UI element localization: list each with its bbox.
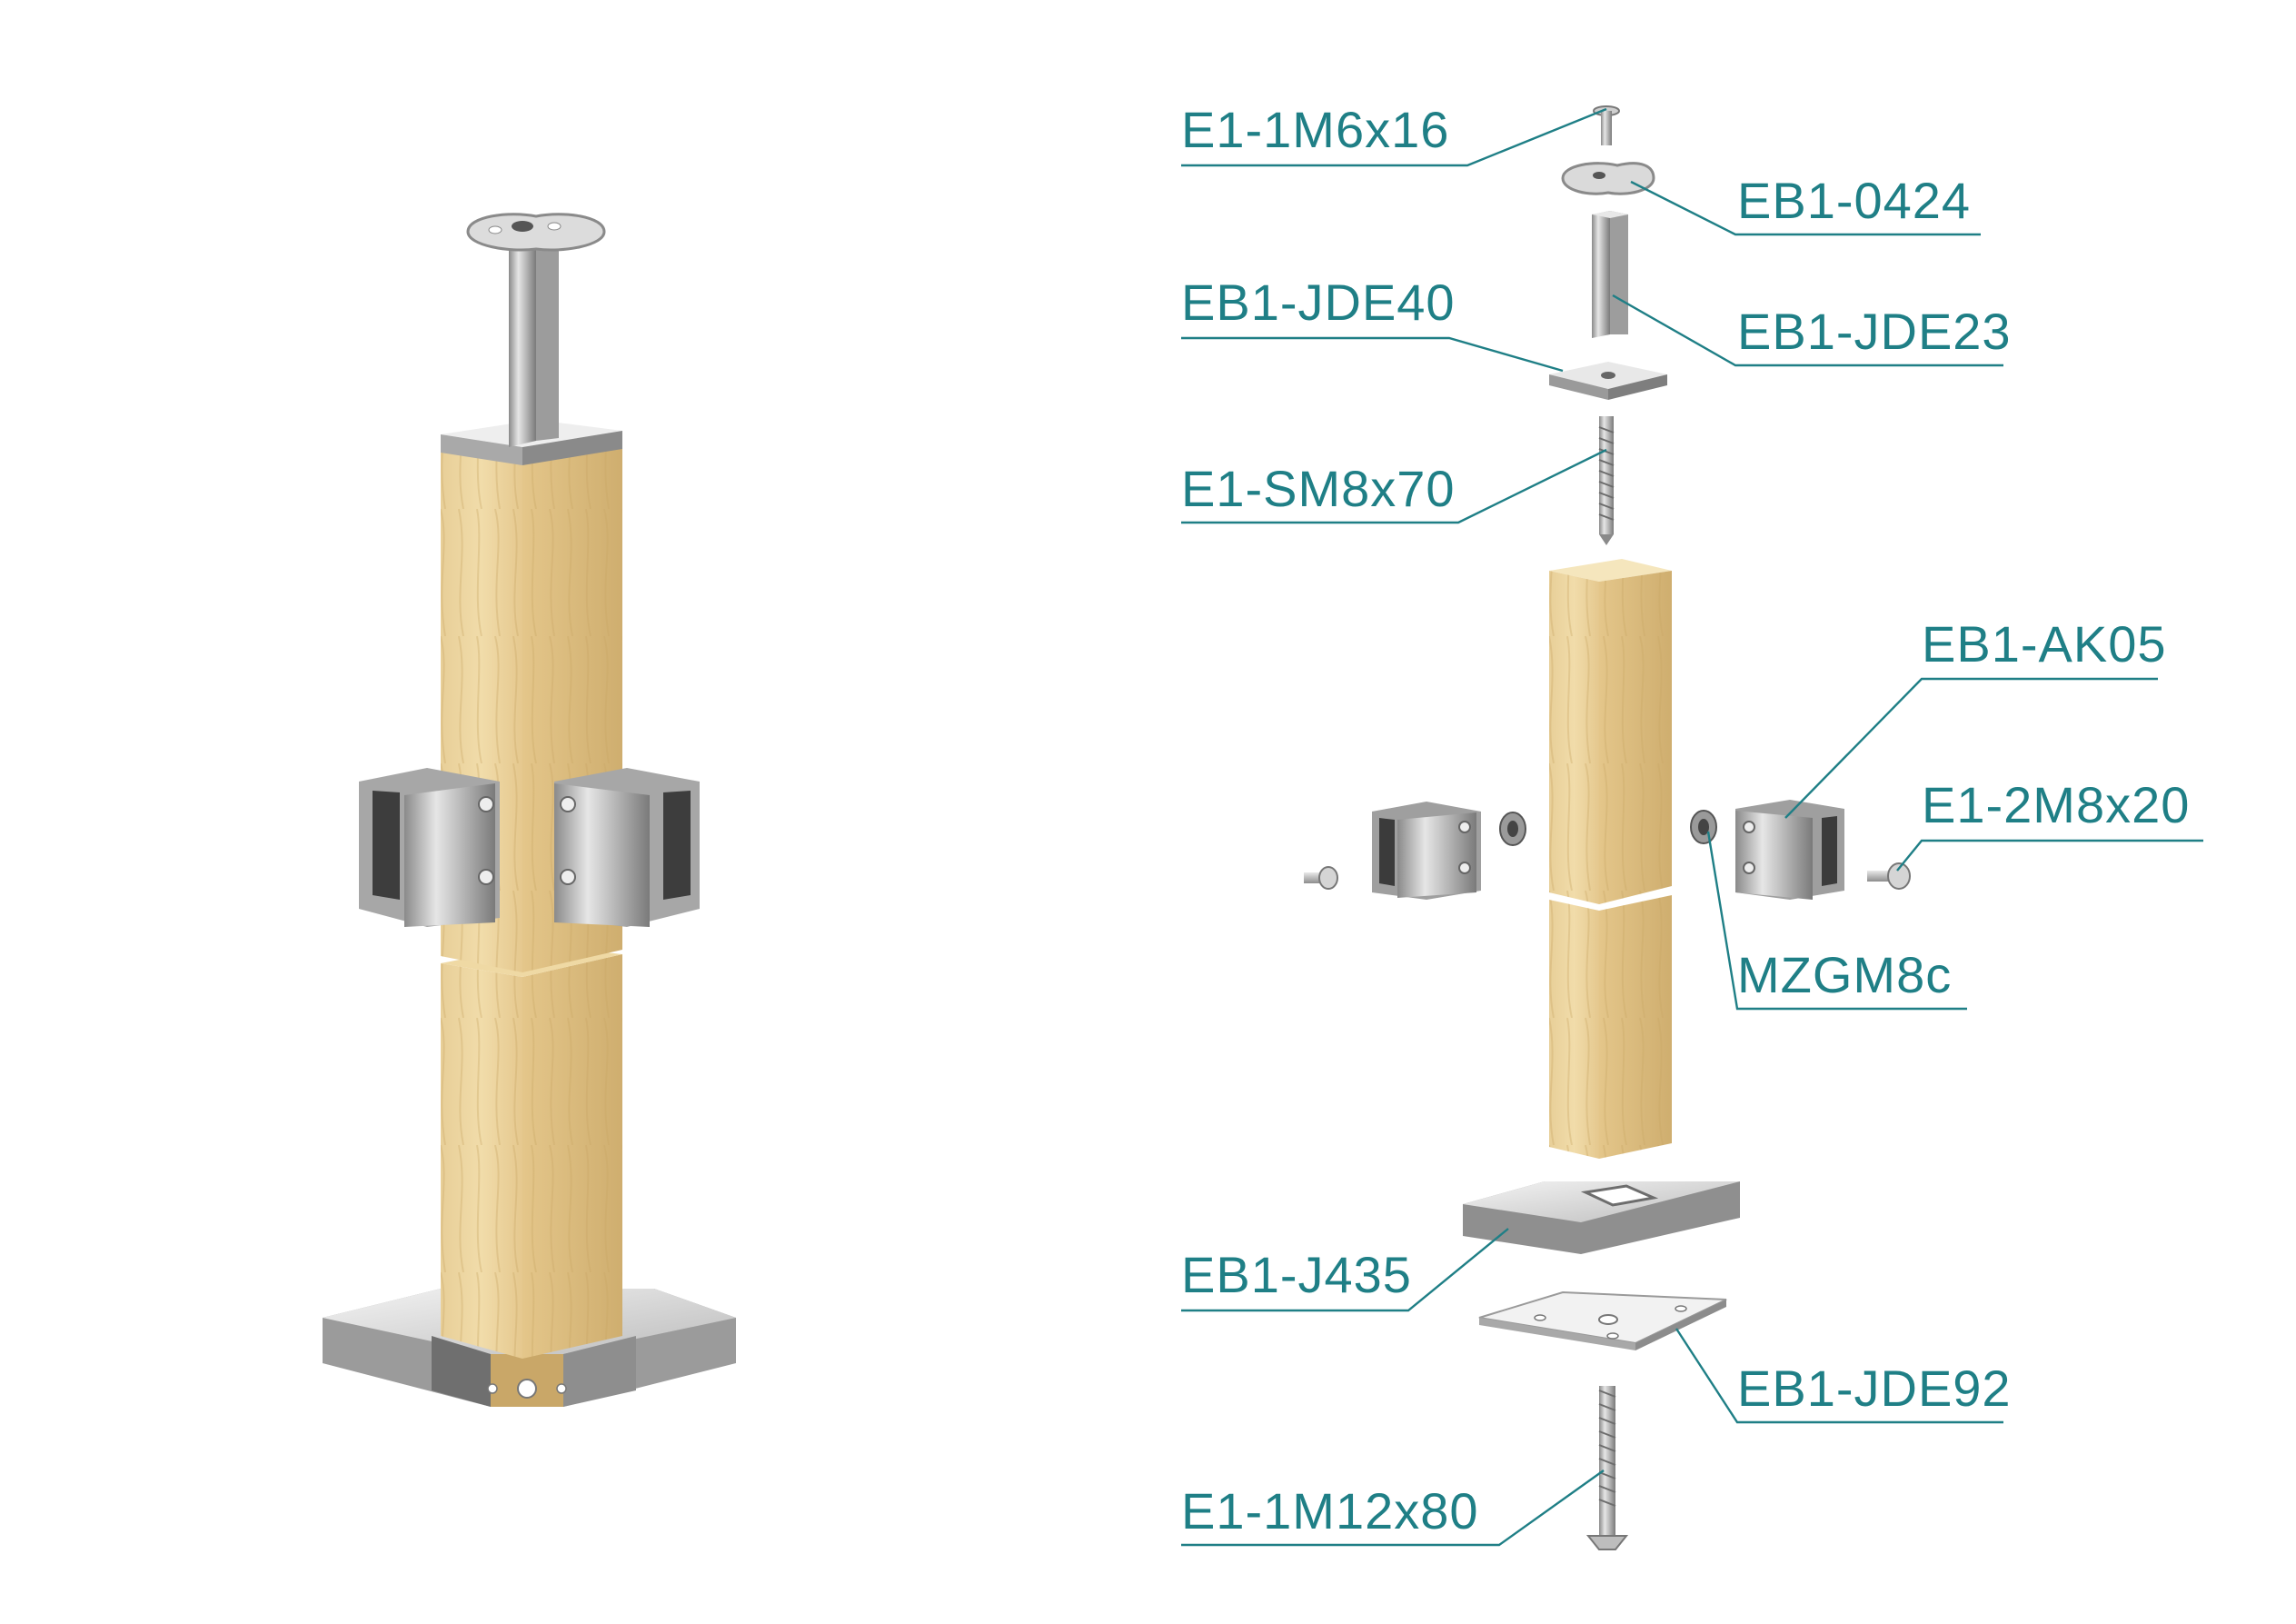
callout-top-cap-plate: EB1-JDE40 bbox=[1181, 274, 1564, 373]
callout-hanger-bolt: E1-SM8x70 bbox=[1181, 448, 1607, 524]
part-base-cover bbox=[1463, 1181, 1740, 1254]
callout-anchor-bolt: E1-1M12x80 bbox=[1181, 1470, 1605, 1547]
label-hanger-bolt: E1-SM8x70 bbox=[1181, 460, 1456, 517]
part-handrail-saddle bbox=[1561, 162, 1655, 195]
assembled-post bbox=[323, 213, 736, 1407]
label-top-screw: E1-1M6x16 bbox=[1181, 101, 1449, 158]
callout-handrail-saddle: EB1-0424 bbox=[1630, 172, 1981, 236]
part-glass-clamp-right bbox=[1690, 800, 1911, 900]
callout-glass-clamp: EB1-AK05 bbox=[1784, 615, 2167, 819]
callout-spacer-tube: EB1-JDE23 bbox=[1612, 294, 2012, 367]
assembled-spacer-tube bbox=[509, 242, 559, 447]
part-hanger-bolt bbox=[1598, 416, 1615, 545]
label-clamp-screw: E1-2M8x20 bbox=[1922, 776, 2190, 833]
exploded-parts bbox=[1304, 105, 1911, 1550]
label-top-cap-plate: EB1-JDE40 bbox=[1181, 274, 1456, 331]
callout-top-screw: E1-1M6x16 bbox=[1181, 101, 1607, 167]
part-base-plate bbox=[1478, 1290, 1727, 1350]
part-glass-clamp-left bbox=[1304, 802, 1526, 900]
label-glass-clamp: EB1-AK05 bbox=[1922, 615, 2167, 673]
assembled-handrail-saddle bbox=[466, 213, 606, 252]
assembled-glass-clamps bbox=[359, 768, 700, 927]
part-wood-lower bbox=[1549, 895, 1672, 1159]
label-spacer-tube: EB1-JDE23 bbox=[1737, 303, 2012, 360]
label-anchor-bolt: E1-1M12x80 bbox=[1181, 1482, 1479, 1539]
part-top-cap-plate bbox=[1549, 362, 1667, 400]
part-clamp-screw-right bbox=[1867, 862, 1911, 890]
label-base-plate: EB1-JDE92 bbox=[1737, 1360, 2012, 1417]
part-wood-upper bbox=[1549, 559, 1672, 904]
callout-clamp-screw: E1-2M8x20 bbox=[1896, 776, 2203, 872]
assembled-wood-lower bbox=[441, 945, 622, 1359]
label-threaded-insert: MZGM8c bbox=[1737, 946, 1952, 1003]
label-handrail-saddle: EB1-0424 bbox=[1737, 172, 1971, 229]
callout-base-cover: EB1-J435 bbox=[1181, 1228, 1509, 1312]
label-base-cover: EB1-J435 bbox=[1181, 1246, 1412, 1303]
part-anchor-bolt bbox=[1585, 1386, 1629, 1550]
part-clamp-screw-left bbox=[1304, 866, 1338, 890]
part-top-screw bbox=[1593, 105, 1620, 145]
part-spacer-tube bbox=[1592, 211, 1628, 338]
callout-threaded-insert: MZGM8c bbox=[1706, 831, 1967, 1011]
callout-base-plate: EB1-JDE92 bbox=[1675, 1328, 2012, 1424]
